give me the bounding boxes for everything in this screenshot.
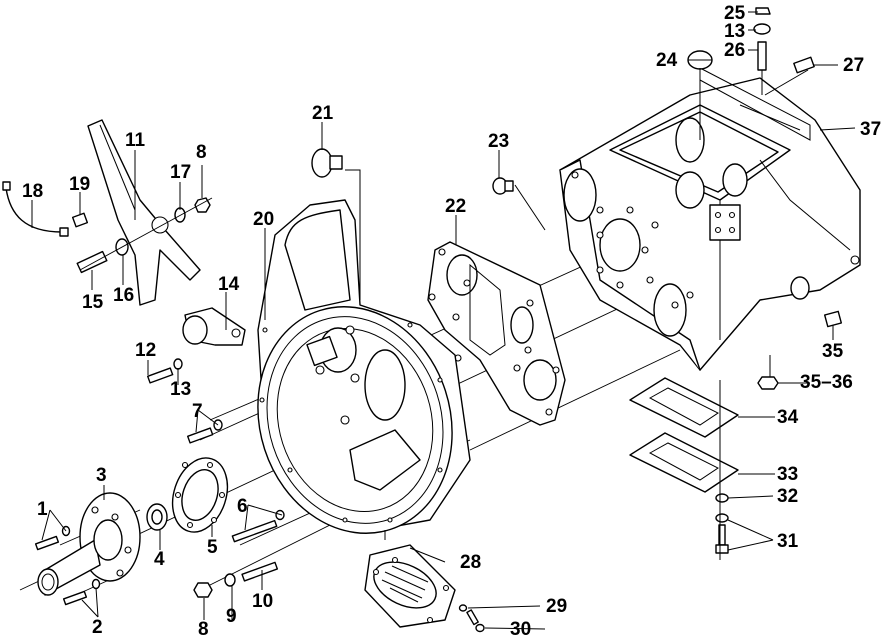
callout-7: 7 xyxy=(192,401,203,422)
callout-26: 26 xyxy=(724,40,746,61)
callout-20: 20 xyxy=(253,209,275,230)
callout-17: 17 xyxy=(170,162,192,183)
stud-assembly xyxy=(753,7,815,74)
callout-13-top: 13 xyxy=(724,21,746,42)
stud-bolt-set xyxy=(193,509,285,598)
callout-21: 21 xyxy=(312,103,334,124)
callout-33: 33 xyxy=(777,464,799,485)
callout-6: 6 xyxy=(237,496,248,517)
callout-10: 10 xyxy=(252,591,274,612)
bottom-fasteners xyxy=(715,493,729,554)
callout-34: 34 xyxy=(777,407,799,428)
pto-gasket xyxy=(629,377,739,438)
callout-1: 1 xyxy=(37,499,48,520)
callout-4: 4 xyxy=(154,549,165,570)
callout-27: 27 xyxy=(843,55,865,76)
cover-screws xyxy=(458,604,485,633)
callout-16: 16 xyxy=(113,285,135,306)
plug-21 xyxy=(311,148,343,178)
callout-23: 23 xyxy=(488,131,510,152)
callout-25: 25 xyxy=(724,3,746,24)
release-fork xyxy=(87,119,201,306)
callout-32: 32 xyxy=(777,486,799,507)
fork-pivot-parts xyxy=(76,197,213,274)
input-shaft-hub xyxy=(37,492,141,596)
callout-12: 12 xyxy=(135,340,157,361)
callout-15: 15 xyxy=(82,292,104,313)
hub-bolts xyxy=(34,525,101,606)
callout-19: 19 xyxy=(69,174,91,195)
housing-gasket xyxy=(427,241,566,426)
leader-lines xyxy=(31,11,856,630)
callout-22: 22 xyxy=(445,196,467,217)
callout-29: 29 xyxy=(546,596,568,617)
clutch-housing xyxy=(257,199,471,534)
callout-11: 11 xyxy=(125,130,146,151)
bracket-14 xyxy=(182,307,246,346)
callout-31: 31 xyxy=(777,531,799,552)
callout-5: 5 xyxy=(207,537,218,558)
callout-35: 35 xyxy=(822,341,844,362)
callout-13-left: 13 xyxy=(170,379,192,400)
callout-2: 2 xyxy=(92,617,103,638)
grease-hose xyxy=(2,181,89,237)
seal-ring xyxy=(146,503,168,531)
callout-3: 3 xyxy=(96,465,107,486)
inspection-cover xyxy=(364,544,456,628)
callout-8-top: 8 xyxy=(196,142,207,163)
pto-cover xyxy=(629,432,739,493)
drain-plugs xyxy=(757,310,843,390)
callout-14: 14 xyxy=(218,274,240,295)
callout-30: 30 xyxy=(510,619,532,640)
callout-24: 24 xyxy=(656,50,678,71)
plug-23 xyxy=(492,177,514,195)
callout-37: 37 xyxy=(860,119,882,140)
flange-gasket xyxy=(171,457,229,533)
transmission-case xyxy=(559,67,861,371)
callout-35-36: 35–36 xyxy=(800,372,853,393)
bolt-set-left xyxy=(146,358,223,444)
callout-8-bottom: 8 xyxy=(198,619,209,640)
callout-18: 18 xyxy=(22,181,44,202)
callout-9: 9 xyxy=(226,606,237,627)
callout-28: 28 xyxy=(460,552,482,573)
